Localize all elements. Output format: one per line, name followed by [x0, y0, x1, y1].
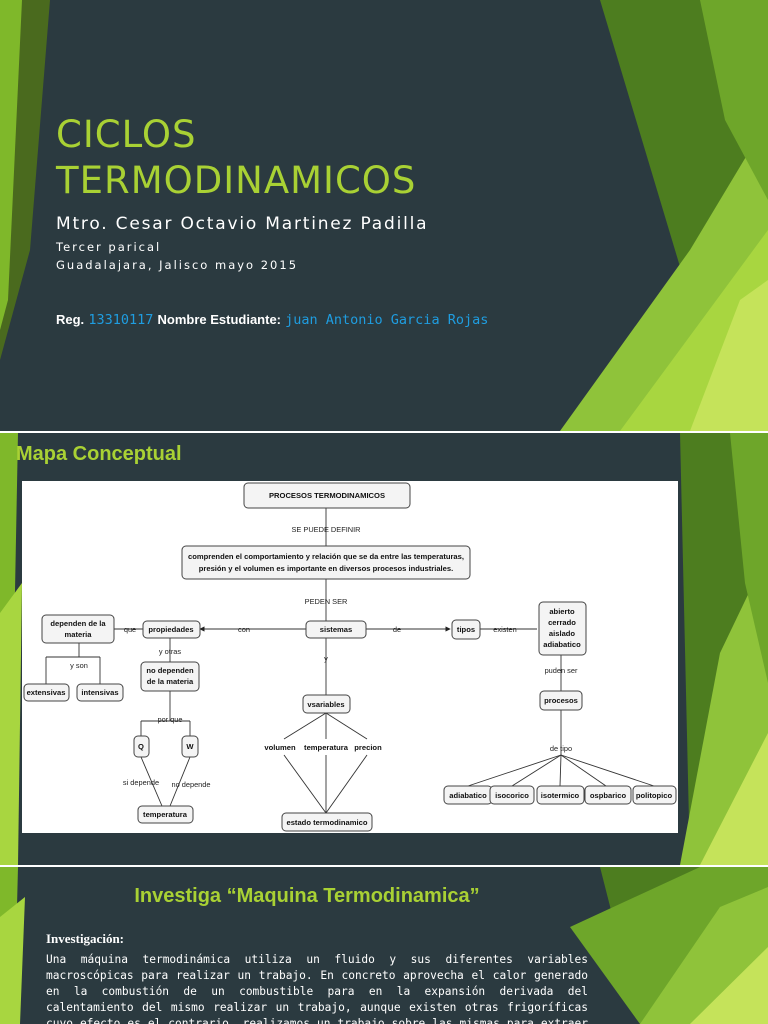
concept-map-diagram: SE PUEDE DEFINIR PEDEN SER con que de ex… — [23, 482, 677, 832]
concept-map-slide: Mapa Conceptual — [0, 433, 768, 865]
node-temperatura-variable: temperatura — [304, 743, 349, 752]
student-label: Nombre Estudiante: — [157, 312, 281, 327]
slide-title: Mapa Conceptual — [16, 443, 182, 465]
svg-text:procesos: procesos — [544, 696, 578, 705]
svg-text:adiabatico: adiabatico — [543, 640, 581, 649]
node-vsariables: vsariables — [302, 694, 351, 714]
svg-text:materia: materia — [64, 630, 92, 639]
link-label: no depende — [171, 780, 210, 789]
research-text: Una máquina termodinámica utiliza un flu… — [46, 953, 588, 1024]
title-slide: CICLOS TERMODINAMICOS Mtro. Cesar Octavi… — [0, 0, 768, 431]
link-label: puden ser — [545, 666, 578, 675]
svg-text:extensivas: extensivas — [27, 688, 66, 697]
node-procesos-termodinamicos: PROCESOS TERMODINAMICOS — [243, 482, 411, 509]
green-facets-decoration — [0, 0, 768, 431]
link-label: existen — [493, 625, 516, 634]
link-label: de tipo — [550, 744, 572, 753]
concept-map: SE PUEDE DEFINIR PEDEN SER con que de ex… — [22, 481, 678, 833]
link-label: con — [238, 625, 250, 634]
author-name: Mtro. Cesar Octavio Martinez Padilla — [56, 214, 429, 234]
link-label: que — [124, 625, 136, 634]
node-w: W — [181, 735, 199, 758]
node-adiabatico: adiabatico — [443, 785, 493, 805]
svg-text:politopico: politopico — [636, 791, 673, 800]
node-propiedades: propiedades — [142, 620, 201, 639]
link-label: por que — [157, 715, 182, 724]
link-label: y — [324, 654, 328, 663]
svg-text:PROCESOS TERMODINAMICOS: PROCESOS TERMODINAMICOS — [269, 491, 385, 500]
subtitle: Tercer parical — [56, 240, 162, 254]
link-label: PEDEN SER — [305, 597, 348, 606]
node-extensivas: extensivas — [23, 683, 70, 702]
link-label: y otras — [159, 647, 181, 656]
node-politopico: politopico — [632, 785, 677, 805]
svg-text:vsariables: vsariables — [307, 700, 344, 709]
link-labels: SE PUEDE DEFINIR PEDEN SER con que de ex… — [70, 525, 578, 789]
svg-text:Q: Q — [138, 742, 144, 751]
link-label: de — [393, 625, 401, 634]
svg-text:no dependen: no dependen — [146, 666, 194, 675]
svg-text:cerrado: cerrado — [548, 618, 576, 627]
node-intensivas: intensivas — [76, 683, 124, 702]
node-tipos: tipos — [451, 619, 481, 640]
node-precion: precion — [354, 743, 382, 752]
node-isotermico: isotermico — [536, 785, 585, 805]
link-label: y son — [70, 661, 88, 670]
svg-text:adiabatico: adiabatico — [449, 791, 487, 800]
node-definition: comprenden el comportamiento y relación … — [181, 545, 471, 580]
node-volumen: volumen — [264, 743, 296, 752]
slide-title: Investiga “Maquina Termodinamica” — [134, 885, 480, 907]
location-date: Guadalajara, Jalisco mayo 2015 — [56, 258, 299, 272]
presentation-title: CICLOS TERMODINAMICOS — [56, 113, 417, 202]
svg-text:dependen de la: dependen de la — [50, 619, 106, 628]
svg-text:estado termodinamico: estado termodinamico — [286, 818, 367, 827]
svg-text:propiedades: propiedades — [148, 625, 193, 634]
node-tipos-list: abierto cerrado aislado adiabatico — [538, 601, 587, 656]
node-ospbarico: ospbarico — [584, 785, 632, 805]
svg-text:W: W — [186, 742, 194, 751]
section-subtitle: Investigación: — [46, 931, 124, 946]
svg-text:abierto: abierto — [549, 607, 575, 616]
student-info: Reg. 13310117 Nombre Estudiante: juan An… — [56, 312, 488, 328]
link-label: SE PUEDE DEFINIR — [292, 525, 361, 534]
node-dependen-materia: dependen de la materia — [41, 614, 115, 644]
link-label: si depende — [123, 778, 159, 787]
connector-lines — [45, 508, 655, 814]
node-estado-termodinamico: estado termodinamico — [281, 812, 373, 832]
svg-text:tipos: tipos — [457, 625, 475, 634]
svg-text:temperatura: temperatura — [143, 810, 188, 819]
svg-text:de la materia: de la materia — [147, 677, 194, 686]
reg-value: 13310117 — [88, 312, 154, 328]
svg-text:comprenden el comportamiento y: comprenden el comportamiento y relación … — [188, 552, 464, 561]
svg-text:sistemas: sistemas — [320, 625, 353, 634]
svg-text:aislado: aislado — [549, 629, 576, 638]
reg-label: Reg. — [56, 312, 85, 327]
node-no-dependen-materia: no dependen de la materia — [140, 661, 200, 692]
research-slide: Investiga “Maquina Termodinamica” Invest… — [0, 867, 768, 1024]
node-sistemas: sistemas — [305, 620, 367, 639]
svg-text:presión y el volumen es import: presión y el volumen es importante en di… — [199, 564, 453, 573]
student-value: juan Antonio Garcia Rojas — [285, 312, 489, 328]
svg-text:isocorico: isocorico — [495, 791, 529, 800]
node-q: Q — [133, 735, 150, 758]
green-facets-decoration — [0, 433, 768, 865]
node-isocorico: isocorico — [489, 785, 535, 805]
node-procesos: procesos — [539, 690, 583, 711]
node-temperatura: temperatura — [137, 805, 194, 824]
svg-text:intensivas: intensivas — [81, 688, 118, 697]
svg-text:ospbarico: ospbarico — [590, 791, 627, 800]
green-facets-decoration — [0, 867, 768, 1024]
svg-text:isotermico: isotermico — [541, 791, 580, 800]
